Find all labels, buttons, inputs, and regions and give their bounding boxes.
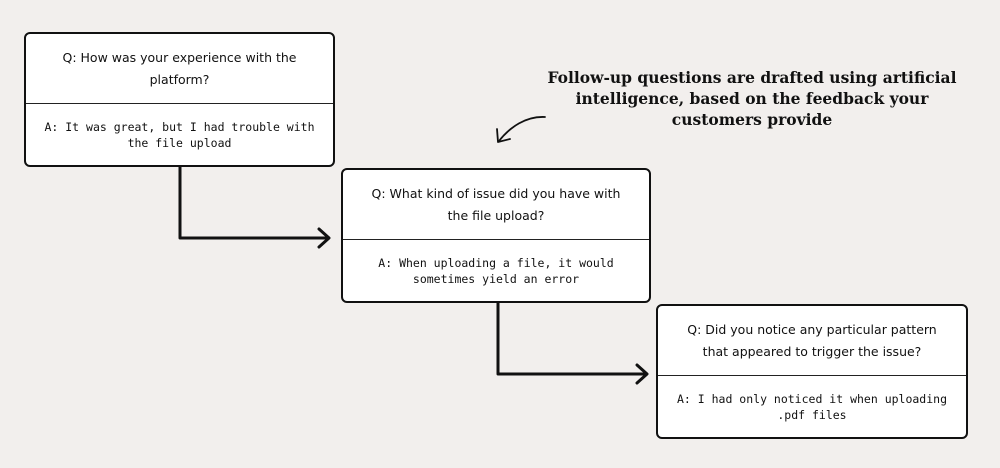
connector-arrow-2 (496, 300, 648, 376)
callout-arrowhead (496, 128, 511, 143)
answer-text: A: I had only noticed it when uploading … (676, 391, 948, 422)
connector-arrow-1 (178, 164, 330, 240)
qa-card-3: Q: Did you notice any particular pattern… (656, 304, 968, 439)
question-text: Q: How was your experience with the plat… (26, 34, 333, 104)
answer-text: A: When uploading a file, it would somet… (378, 255, 614, 286)
qa-card-2: Q: What kind of issue did you have with … (341, 168, 651, 303)
question-text: Q: Did you notice any particular pattern… (658, 306, 966, 376)
answer-text: A: It was great, but I had trouble with … (44, 119, 315, 150)
question-text: Q: What kind of issue did you have with … (343, 170, 649, 240)
arrowhead-1 (317, 227, 331, 249)
ai-callout-text: Follow-up questions are drafted using ar… (547, 68, 957, 129)
arrowhead-2 (635, 363, 649, 385)
qa-card-1: Q: How was your experience with the plat… (24, 32, 335, 167)
